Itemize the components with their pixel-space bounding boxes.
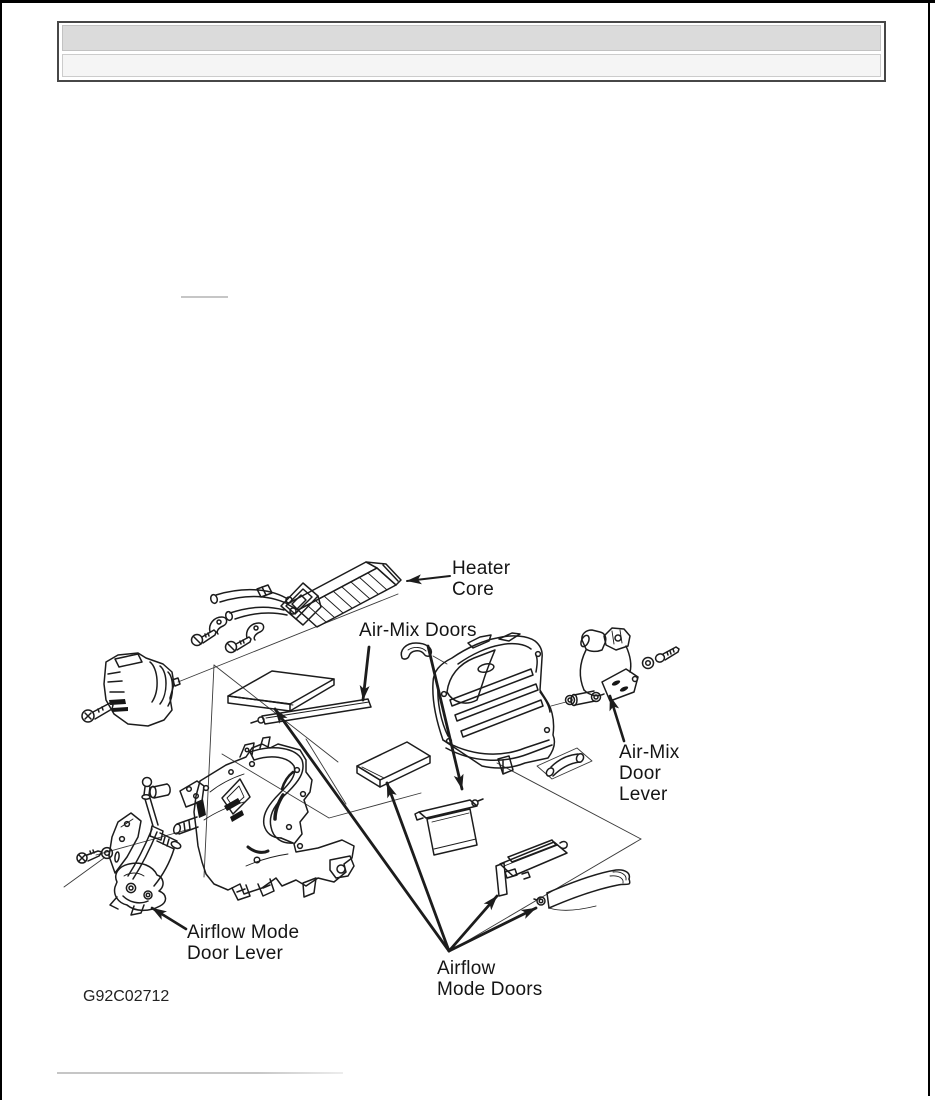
upper-housing-case xyxy=(432,632,576,775)
air-mix-doors-arrow-2 xyxy=(426,644,464,791)
airflow-mode-doors-label-line2: Mode Doors xyxy=(437,979,543,1000)
heater-core-fins xyxy=(306,572,388,623)
air-mix-door-lever-arrow xyxy=(608,694,626,743)
heater-core-pipes xyxy=(209,584,289,622)
header-box xyxy=(57,21,886,82)
airflow-mode-doors-parts xyxy=(414,798,631,911)
faint-rule-upper xyxy=(181,296,228,298)
airflow-mode-doors-arrow-3 xyxy=(447,894,499,953)
airflow-mode-door-lever-label-line2: Door Lever xyxy=(187,943,283,964)
page-border-left xyxy=(0,0,2,1100)
air-mix-door-lever-label-line1: Air-Mix xyxy=(619,742,680,763)
airflow-mode-doors-arrow-1 xyxy=(273,707,451,953)
blower-actuator xyxy=(81,652,181,727)
heater-core-part xyxy=(280,561,402,628)
air-mix-door-lever-label-line2: Door xyxy=(619,763,661,784)
air-mix-door-lever-label: Air-Mix Door Lever xyxy=(619,742,680,805)
faint-rule-lower xyxy=(57,1072,343,1074)
air-mix-doors-parts xyxy=(227,642,433,788)
page-border-right xyxy=(928,0,930,1096)
screws-and-clamps xyxy=(190,616,265,654)
heater-housing xyxy=(172,736,355,901)
air-mix-doors-label-line1: Air-Mix Doors xyxy=(359,620,477,641)
page-border-top xyxy=(0,0,935,3)
airflow-mode-door-lever-part xyxy=(76,776,182,916)
header-bar-top xyxy=(62,25,881,51)
assembly-guide-lines xyxy=(63,593,642,948)
heater-core-label-line2: Core xyxy=(452,579,494,600)
air-mix-door-lever-part xyxy=(570,627,680,707)
hose-elbow xyxy=(545,752,585,777)
figure-code: G92C02712 xyxy=(83,988,170,1005)
airflow-mode-door-lever-arrow xyxy=(150,906,188,931)
heater-core-label-line1: Heater xyxy=(452,558,511,579)
heater-core-arrow xyxy=(406,574,451,585)
callout-arrows xyxy=(150,574,626,953)
air-mix-doors-arrow-1 xyxy=(359,645,371,702)
airflow-mode-doors-arrow-2 xyxy=(385,781,451,953)
airflow-mode-door-lever-label-line1: Airflow Mode xyxy=(187,922,300,943)
air-mix-doors-label: Air-Mix Doors xyxy=(359,620,477,641)
heater-core-label: Heater Core xyxy=(452,558,510,600)
airflow-mode-doors-label-line1: Airflow xyxy=(437,958,496,979)
airflow-mode-doors-label: Airflow Mode Doors xyxy=(437,958,543,1000)
airflow-mode-door-lever-label: Airflow Mode Door Lever xyxy=(187,922,299,964)
header-bar-bottom xyxy=(62,54,881,77)
air-mix-door-lever-label-line3: Lever xyxy=(619,784,668,805)
airflow-mode-doors-arrow-4 xyxy=(447,906,538,953)
